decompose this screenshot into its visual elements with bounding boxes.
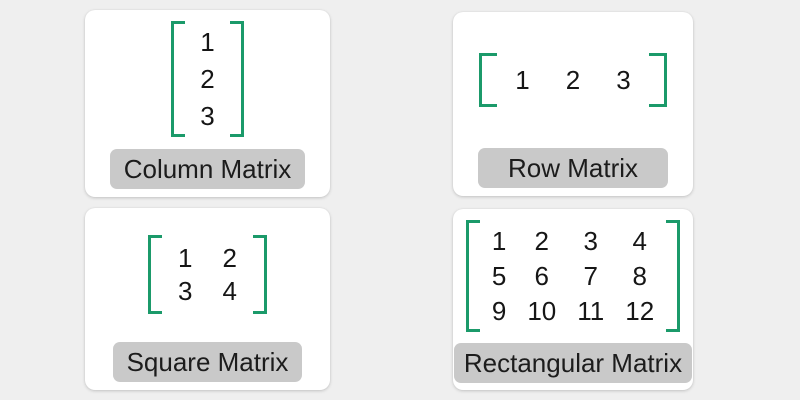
matrix-cell: 2 [534, 225, 549, 256]
card-rectangular-matrix: 1 2 3 4 5 6 7 8 9 10 11 12 Rectangular M… [453, 209, 693, 390]
matrix-type-label: Column Matrix [109, 148, 306, 189]
right-bracket [229, 21, 244, 138]
matrix-cells: 1 2 3 [185, 21, 229, 137]
left-bracket [148, 235, 163, 315]
matrix-cells: 1 2 3 4 5 6 7 8 9 10 11 12 [480, 220, 666, 332]
left-bracket [479, 52, 498, 107]
matrix-row: 1 2 3 [479, 12, 667, 148]
matrix-cell: 3 [200, 101, 215, 132]
matrix-cell: 3 [178, 276, 193, 307]
right-bracket [252, 235, 267, 315]
matrix-cell: 4 [632, 225, 647, 256]
matrix-cell: 2 [222, 243, 237, 274]
card-column-matrix: 1 2 3 Column Matrix [85, 10, 330, 197]
matrix-type-label: Square Matrix [112, 341, 303, 382]
matrix-cell: 1 [515, 64, 530, 95]
matrix-cells: 1 2 3 4 [162, 235, 253, 314]
card-square-matrix: 1 2 3 4 Square Matrix [85, 208, 330, 390]
matrix-cell: 2 [565, 64, 581, 95]
left-bracket [465, 219, 480, 332]
right-bracket [648, 52, 667, 107]
matrix: 1 2 3 [171, 21, 244, 138]
matrix-cell: 6 [534, 260, 549, 291]
matrix-type-label: Row Matrix [477, 147, 668, 188]
matrix-cell: 11 [577, 295, 605, 326]
matrix-cell: 9 [491, 295, 507, 326]
matrix-cell: 2 [200, 64, 215, 95]
matrix-cell: 1 [178, 243, 193, 274]
matrix-cell: 3 [616, 64, 631, 95]
matrix-cell: 3 [583, 225, 598, 256]
matrix-cell: 5 [491, 260, 507, 291]
matrix-square: 1 2 3 4 [148, 208, 267, 342]
left-bracket [171, 21, 186, 138]
matrix-cell: 10 [527, 295, 557, 326]
right-bracket [666, 219, 681, 332]
matrix-cell: 12 [625, 295, 655, 326]
matrix: 1 2 3 4 [148, 235, 267, 315]
matrix-cell: 8 [632, 260, 647, 291]
matrix-cells: 1 2 3 [497, 53, 648, 107]
matrix-cell: 1 [200, 27, 215, 58]
matrix-rectangular: 1 2 3 4 5 6 7 8 9 10 11 12 [465, 209, 681, 343]
card-row-matrix: 1 2 3 Row Matrix [453, 12, 693, 196]
matrix-type-label: Rectangular Matrix [453, 342, 693, 383]
matrix: 1 2 3 4 5 6 7 8 9 10 11 12 [465, 219, 681, 332]
matrix-column: 1 2 3 [171, 10, 244, 149]
matrix-cell: 1 [491, 225, 507, 256]
matrix-cell: 7 [583, 260, 598, 291]
matrix: 1 2 3 [479, 52, 667, 107]
matrix-cell: 4 [222, 276, 237, 307]
